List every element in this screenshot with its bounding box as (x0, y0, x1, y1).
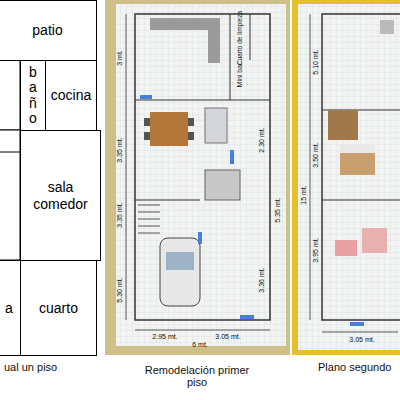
dimension-label: Cuarto de limpieza (236, 11, 243, 65)
room-label: baño (26, 65, 40, 127)
room-box: patio (0, 0, 97, 61)
caption-text: Plano segundo (318, 361, 391, 373)
dimension-label: 2.30 mt. (258, 127, 266, 152)
room-outline (0, 130, 20, 260)
caption-text: ual un piso (4, 361, 57, 373)
dimension-label: 5.10 mt. (312, 49, 320, 74)
dimension-label: 3.35 mt. (116, 202, 124, 227)
room-label: patio (32, 22, 62, 38)
dimension-label: 3 mt. (116, 50, 124, 66)
dimension-label: 3.50 mt. (312, 142, 320, 167)
photo-first-floor (105, 0, 290, 355)
dimension-label: 3.36 mt. (258, 267, 266, 292)
room-box: cocina (45, 60, 97, 131)
room-outline (0, 60, 20, 130)
room-label: cocina (51, 87, 91, 103)
room-box: sala comedor (20, 130, 101, 261)
caption-text: Remodelación primer piso (142, 364, 252, 388)
room-label: cuarto (39, 300, 78, 316)
room-label: a (5, 300, 13, 316)
dimension-label: 3.05 mt. (349, 336, 374, 344)
dimension-label: 5.30 mt. (116, 277, 124, 302)
dimension-label: 3.95 mt. (312, 237, 320, 262)
dimension-label: Mini bar (236, 63, 244, 88)
room-box: a (0, 260, 21, 356)
photo-second-floor (292, 0, 400, 355)
room-box: baño (20, 60, 46, 131)
wall-line (0, 152, 20, 153)
dimension-label: 3.05 mt. (215, 333, 240, 341)
room-box: cuarto (20, 260, 97, 356)
dimension-label: 15 mt. (300, 185, 308, 204)
dimension-label: 6 mt. (192, 341, 208, 349)
room-label: sala comedor (21, 179, 100, 211)
dimension-label: 5.35 mt. (274, 197, 282, 222)
dimension-label: 2.95 mt. (152, 333, 177, 341)
dimension-label: 3.35 mt. (116, 137, 124, 162)
